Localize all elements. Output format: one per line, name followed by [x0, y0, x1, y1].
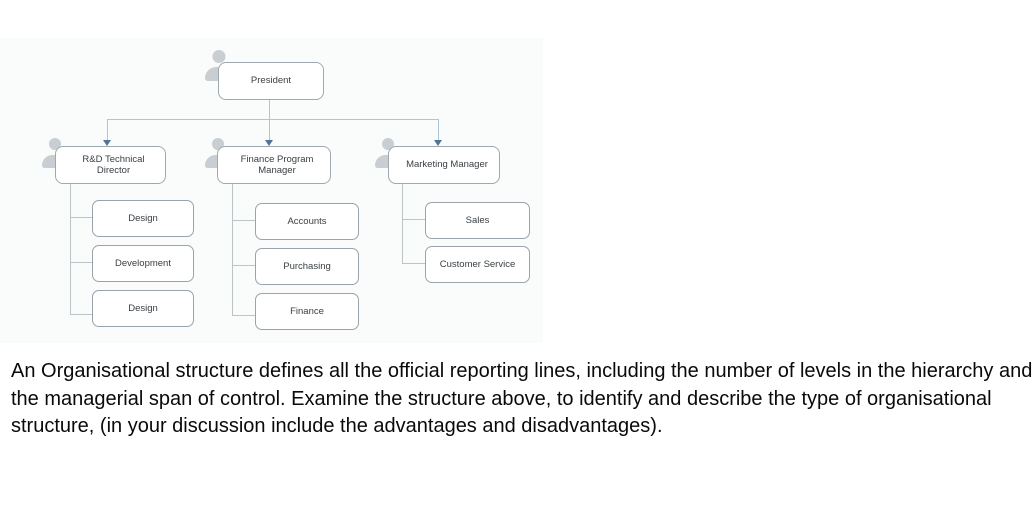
connector-line	[269, 119, 270, 140]
arrow-down-icon	[434, 140, 442, 146]
node-rd-technical-director: R&D Technical Director	[55, 146, 166, 184]
connector-line	[402, 263, 425, 264]
node-finance-program-manager: Finance Program Manager	[217, 146, 331, 184]
node-label: Finance Program	[240, 153, 314, 165]
question-line: the managerial span of control. Examine …	[11, 387, 992, 410]
node-purchasing: Purchasing	[255, 248, 359, 285]
connector-line	[402, 219, 425, 220]
node-design-2: Design	[92, 290, 194, 327]
connector-line	[232, 182, 233, 316]
connector-line	[107, 119, 439, 120]
node-finance: Finance	[255, 293, 359, 330]
arrow-down-icon	[103, 140, 111, 146]
node-label: President	[250, 75, 292, 87]
node-label: Development	[115, 257, 171, 269]
node-president: President	[218, 62, 324, 100]
node-label: Design	[128, 212, 158, 224]
connector-line	[402, 182, 403, 264]
node-label: Customer Service	[439, 258, 516, 270]
node-design-1: Design	[92, 200, 194, 237]
connector-line	[70, 217, 92, 218]
node-label: R&D Technical	[82, 153, 145, 165]
connector-line	[70, 314, 92, 315]
node-customer-service: Customer Service	[425, 246, 530, 283]
connector-line	[232, 315, 255, 316]
connector-line	[232, 220, 255, 221]
node-marketing-manager: Marketing Manager	[388, 146, 500, 184]
node-development: Development	[92, 245, 194, 282]
node-label: Director	[96, 165, 131, 176]
question-line: An Organisational structure defines all …	[11, 360, 1033, 382]
connector-line	[438, 119, 439, 140]
node-label: Design	[128, 302, 158, 314]
connector-line	[70, 262, 92, 263]
arrow-down-icon	[265, 140, 273, 146]
node-label: Marketing Manager	[406, 159, 488, 171]
connector-line	[269, 98, 270, 119]
node-label: Accounts	[287, 215, 327, 227]
node-accounts: Accounts	[255, 203, 359, 240]
node-label: Sales	[465, 214, 490, 226]
node-label: Manager	[258, 165, 296, 176]
connector-line	[70, 182, 71, 315]
question-line: structure, (in your discussion include t…	[11, 415, 663, 437]
node-label: Finance	[290, 305, 324, 317]
person-head	[212, 50, 225, 63]
connector-line	[107, 119, 108, 140]
question-text: An Organisational structure defines all …	[11, 358, 1032, 441]
connector-line	[232, 265, 255, 266]
node-sales: Sales	[425, 202, 530, 239]
node-label: Purchasing	[283, 260, 331, 272]
